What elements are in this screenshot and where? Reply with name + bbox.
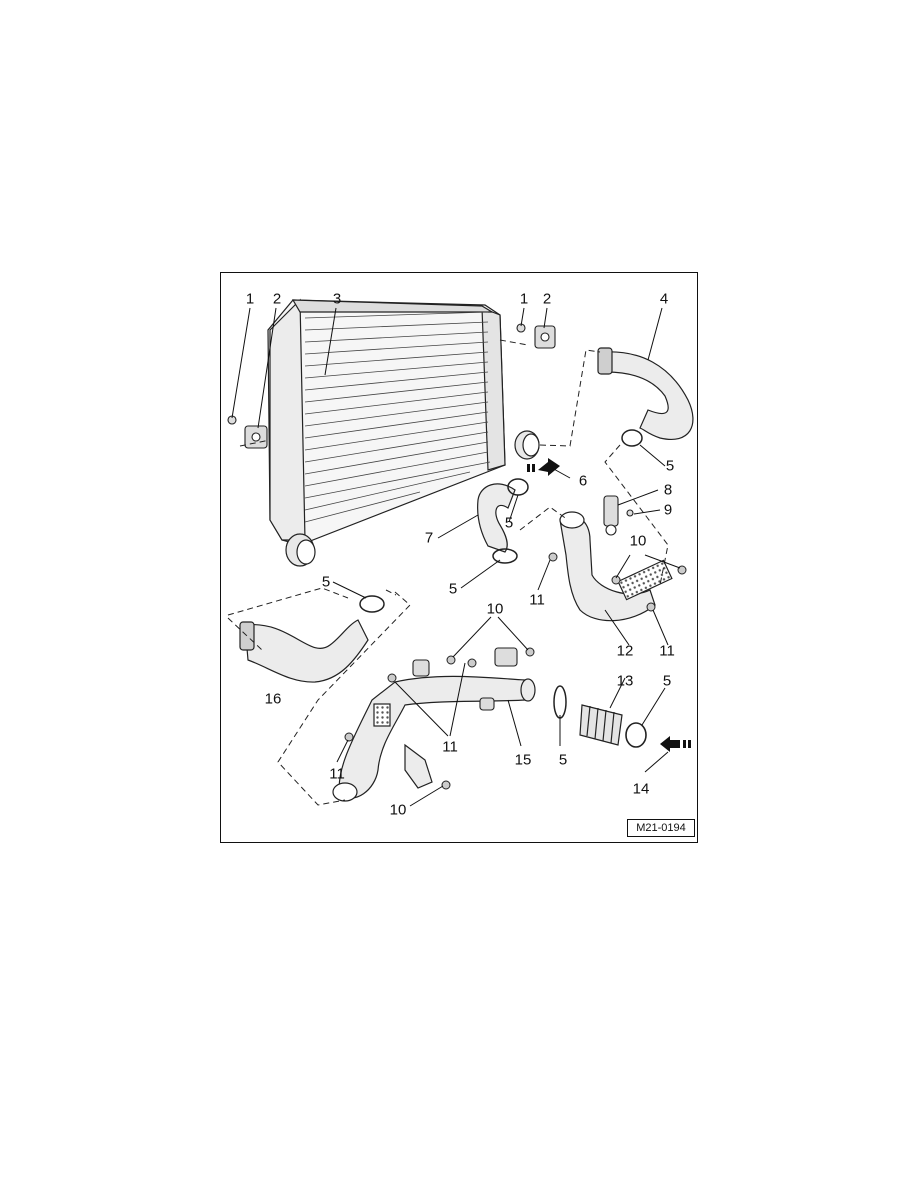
callout-15: 15 xyxy=(514,751,532,769)
hose-clamp xyxy=(625,722,647,748)
figure-code-label: M21-0194 xyxy=(627,819,695,837)
pressure-sensor xyxy=(603,495,634,536)
callout-5: 5 xyxy=(662,672,672,690)
air-flow-arrows xyxy=(527,458,691,752)
charge-air-pipe-lower xyxy=(332,675,536,802)
assembly-guide-lines xyxy=(227,339,669,806)
connecting-hose xyxy=(477,483,516,553)
seal-ring xyxy=(553,685,567,719)
callout-8: 8 xyxy=(663,481,673,499)
hose-clamp xyxy=(621,429,643,447)
callout-10: 10 xyxy=(629,532,647,550)
flexible-hose xyxy=(579,704,623,746)
callout-1: 1 xyxy=(519,290,529,308)
callout-5: 5 xyxy=(504,514,514,532)
hose-clamp xyxy=(492,548,518,564)
callout-12: 12 xyxy=(616,642,634,660)
callout-5: 5 xyxy=(448,580,458,598)
callout-11: 11 xyxy=(659,642,675,660)
charge-air-hose-upper xyxy=(597,347,694,440)
pipe-mount-brackets xyxy=(412,647,518,711)
callout-2: 2 xyxy=(542,290,552,308)
intercooler xyxy=(267,298,506,546)
callout-6: 6 xyxy=(578,472,588,490)
callout-11: 11 xyxy=(329,765,345,783)
hose-clamp xyxy=(359,595,385,613)
callout-3: 3 xyxy=(332,290,342,308)
callout-7: 7 xyxy=(424,529,434,547)
callout-5: 5 xyxy=(558,751,568,769)
callout-13: 13 xyxy=(616,672,634,690)
mounting-brackets xyxy=(227,323,556,449)
callout-9: 9 xyxy=(663,501,673,519)
charge-air-hose-lower xyxy=(239,619,369,683)
callout-11: 11 xyxy=(529,591,545,609)
callout-16: 16 xyxy=(264,690,282,708)
callout-5: 5 xyxy=(321,573,331,591)
callout-1: 1 xyxy=(245,290,255,308)
callout-14: 14 xyxy=(632,780,650,798)
callout-leader-lines xyxy=(231,307,681,807)
callout-4: 4 xyxy=(659,290,669,308)
intercooler-fins xyxy=(304,311,491,523)
callout-11: 11 xyxy=(442,738,458,756)
fasteners xyxy=(344,552,687,790)
callout-5: 5 xyxy=(665,457,675,475)
callout-10: 10 xyxy=(389,801,407,819)
callout-2: 2 xyxy=(272,290,282,308)
intercooler-ports xyxy=(285,430,540,567)
callout-10: 10 xyxy=(486,600,504,618)
